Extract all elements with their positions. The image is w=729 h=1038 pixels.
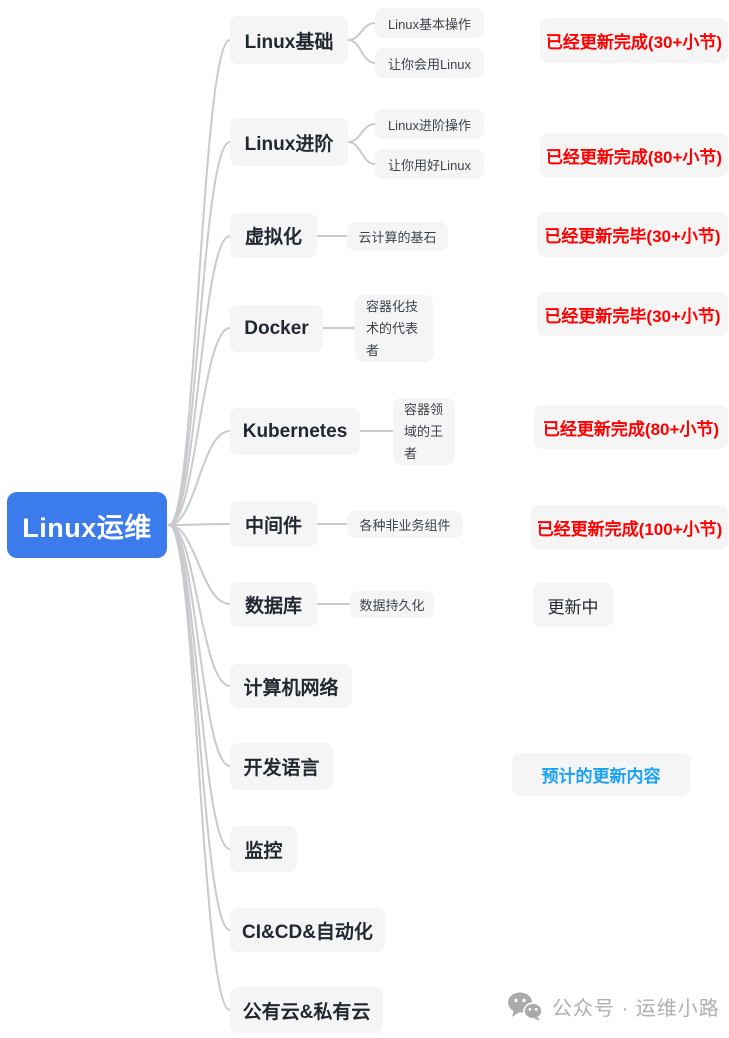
topic-node-dev-language[interactable]: 开发语言 (230, 743, 333, 790)
branch-line (168, 39, 231, 526)
topic-node-linux-advanced[interactable]: Linux进阶 (230, 118, 348, 166)
branch-line (168, 235, 231, 526)
branch-line (168, 523, 231, 526)
status-node-finished-30-sections-2[interactable]: 已经更新完毕(30+小节) (537, 292, 728, 336)
child-node-make-you-use-linux[interactable]: 让你会用Linux (375, 48, 484, 78)
branch-line (168, 430, 231, 526)
status-node-updating[interactable]: 更新中 (533, 583, 613, 627)
status-node-finished-30-sections[interactable]: 已经更新完毕(30+小节) (537, 212, 728, 257)
root-node-linux-ops[interactable]: Linux运维 (7, 492, 167, 558)
child-node-use-linux-well[interactable]: 让你用好Linux (375, 149, 484, 179)
child-line (347, 22, 376, 41)
watermark-text: 公众号 · 运维小路 (552, 997, 720, 1020)
branch-line (168, 141, 231, 526)
watermark: 公众号 · 运维小路 (507, 991, 720, 1021)
topic-node-kubernetes[interactable]: Kubernetes (230, 408, 360, 455)
status-node-updated-30-sections[interactable]: 已经更新完成(30+小节) (540, 18, 728, 63)
child-node-container-king[interactable]: 容器领域的王者 (393, 398, 455, 465)
child-line (347, 39, 376, 64)
topic-node-computer-network[interactable]: 计算机网络 (230, 664, 352, 708)
branch-line (168, 524, 231, 850)
status-node-planned-updates[interactable]: 预计的更新内容 (512, 753, 690, 796)
status-node-updated-80-sections-2[interactable]: 已经更新完成(80+小节) (534, 405, 728, 449)
branch-line (168, 327, 231, 526)
topic-node-docker[interactable]: Docker (230, 305, 323, 352)
topic-node-linux-basics[interactable]: Linux基础 (230, 16, 348, 64)
child-node-non-business-components[interactable]: 各种非业务组件 (347, 511, 463, 538)
child-node-cloud-cornerstone[interactable]: 云计算的基石 (347, 222, 448, 251)
topic-node-monitoring[interactable]: 监控 (230, 826, 297, 872)
topic-node-database[interactable]: 数据库 (230, 582, 317, 627)
child-node-container-tech-representative[interactable]: 容器化技术的代表者 (355, 295, 433, 362)
branch-line (168, 524, 231, 687)
child-line (347, 123, 376, 143)
child-node-data-persistence[interactable]: 数据持久化 (350, 591, 434, 618)
wechat-icon (507, 991, 543, 1021)
child-node-linux-advanced-ops[interactable]: Linux进阶操作 (375, 109, 484, 139)
topic-node-virtualization[interactable]: 虚拟化 (230, 213, 317, 258)
status-node-updated-80-sections[interactable]: 已经更新完成(80+小节) (540, 133, 728, 177)
branch-line (168, 524, 231, 767)
branch-line (168, 524, 231, 931)
child-line (347, 141, 376, 165)
topic-node-public-private-cloud[interactable]: 公有云&私有云 (230, 987, 383, 1033)
status-node-updated-100-sections[interactable]: 已经更新完成(100+小节) (531, 505, 728, 549)
branch-line (168, 524, 231, 605)
child-node-linux-basic-ops[interactable]: Linux基本操作 (375, 8, 484, 38)
topic-node-cicd-automation[interactable]: CI&CD&自动化 (230, 908, 385, 952)
branch-line (168, 524, 231, 1011)
topic-node-middleware[interactable]: 中间件 (230, 501, 317, 547)
